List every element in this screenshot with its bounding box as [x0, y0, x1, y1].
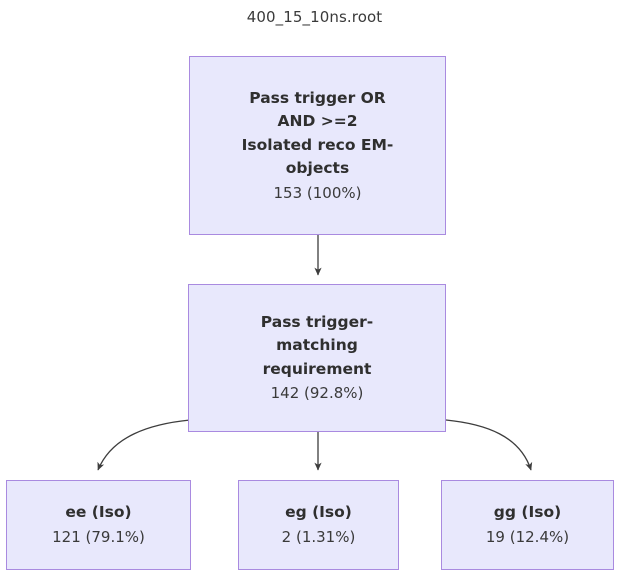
node-gg-iso[interactable]: gg (Iso) 19 (12.4%)	[441, 480, 614, 570]
node-count: 142 (92.8%)	[270, 384, 364, 403]
node-label: gg (Iso)	[493, 503, 562, 522]
edge-match-to-ee	[97, 419, 191, 471]
node-label: eg (Iso)	[285, 503, 352, 522]
node-label: Pass trigger OR AND >=2 Isolated reco EM…	[241, 88, 394, 178]
node-count: 19 (12.4%)	[485, 527, 570, 546]
node-label: ee (Iso)	[65, 503, 132, 522]
page-title: 400_15_10ns.root	[246, 8, 383, 26]
node-pass-trigger-or[interactable]: Pass trigger OR AND >=2 Isolated reco EM…	[189, 56, 446, 235]
node-label: Pass trigger- matching requirement	[260, 312, 374, 378]
edge-match-to-gg	[445, 419, 533, 471]
node-pass-trigger-matching[interactable]: Pass trigger- matching requirement 142 (…	[188, 284, 446, 432]
node-eg-iso[interactable]: eg (Iso) 2 (1.31%)	[238, 480, 399, 570]
node-ee-iso[interactable]: ee (Iso) 121 (79.1%)	[6, 480, 191, 570]
node-count: 2 (1.31%)	[281, 527, 356, 546]
node-count: 153 (100%)	[273, 183, 362, 202]
node-count: 121 (79.1%)	[52, 527, 145, 546]
